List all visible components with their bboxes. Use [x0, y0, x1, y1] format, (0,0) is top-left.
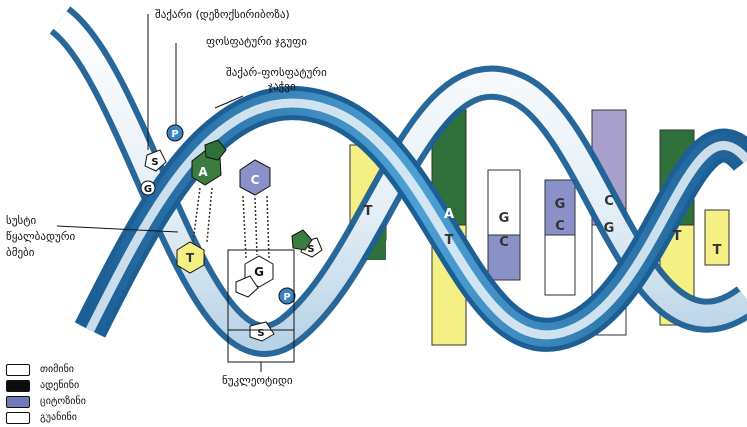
base-letter-g: G [499, 211, 510, 226]
label-hbond-line3: ბმები [6, 246, 34, 259]
legend-label: თიმინი [40, 364, 74, 375]
guanine-letter: G [144, 184, 152, 195]
legend-swatch-guanine [6, 412, 30, 424]
sugar-letter: S [151, 157, 158, 168]
legend-swatch-cytosine [6, 396, 30, 408]
label-phosphate-group: ფოსფატური ჯგუფი [206, 35, 307, 48]
phosphate-letter: P [171, 129, 178, 140]
base-letter-a: A [444, 207, 454, 222]
label-hbond-line2: წყალბადური [6, 230, 75, 243]
legend-label: ციტოზინი [40, 396, 86, 407]
legend-swatch-adenine [6, 380, 30, 392]
guanine-letter: G [254, 265, 264, 279]
legend-swatch-thymine [6, 364, 30, 376]
base-letter-t: T [364, 204, 373, 219]
base-letter-g: G [555, 197, 566, 212]
legend-label: ადენინი [40, 380, 79, 391]
base-letter-g: G [604, 221, 615, 236]
base-letter-t: T [673, 229, 682, 244]
label-hbond-line1: სუსტი [6, 214, 36, 227]
guanine-bar [545, 235, 575, 295]
base-letter-c: C [604, 194, 614, 209]
label-nucleotide: ნუკლეოტიდი [222, 374, 293, 387]
base-letter-t: T [445, 233, 454, 248]
thymine-letter: T [186, 251, 195, 265]
label-backbone-line1: შაქარ-ფოსფატური [226, 66, 327, 79]
base-letter-c: C [555, 219, 565, 234]
adenine-letter: A [198, 165, 208, 179]
legend-label: გუანინი [40, 412, 77, 423]
hydrogen-bond-lines [193, 188, 269, 258]
phosphate-letter: P [283, 292, 290, 303]
label-backbone-line2: ჯაჭვი [268, 80, 296, 93]
base-letter-t: T [713, 243, 722, 258]
label-sugar-deoxyribose: შაქარი (დეზოქსირიბოზა) [155, 8, 290, 21]
helix-backbone [60, 20, 747, 340]
cytosine-letter: C [251, 173, 260, 187]
base-letter-c: C [499, 235, 509, 250]
